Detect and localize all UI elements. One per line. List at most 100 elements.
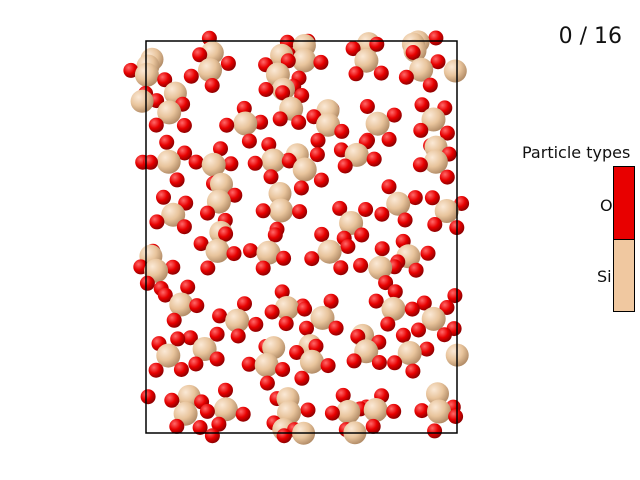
legend-swatch-oxygen: [614, 167, 634, 239]
oxygen-atom: [439, 169, 455, 185]
legend-swatch-silicon: [614, 238, 634, 311]
oxygen-atom: [337, 158, 353, 174]
oxygen-atom: [313, 172, 329, 188]
oxygen-atom: [177, 145, 193, 161]
oxygen-atom: [373, 65, 389, 81]
silicon-atom: [317, 239, 342, 264]
silicon-atom: [434, 199, 459, 223]
oxygen-atom: [276, 428, 292, 444]
oxygen-atom: [230, 328, 246, 344]
oxygen-atom: [169, 418, 185, 434]
oxygen-atom: [313, 54, 329, 70]
silicon-atom: [233, 111, 258, 136]
oxygen-atom: [412, 157, 428, 173]
oxygen-atom: [398, 69, 414, 85]
oxygen-atom: [335, 387, 351, 403]
oxygen-atom: [359, 99, 375, 114]
oxygen-atom: [241, 133, 257, 149]
oxygen-atom: [422, 77, 438, 93]
oxygen-atom: [235, 406, 251, 422]
oxygen-atom: [346, 353, 362, 369]
oxygen-atom: [149, 214, 165, 230]
oxygen-atom: [200, 260, 216, 276]
oxygen-atom: [405, 363, 421, 379]
silicon-atom: [381, 296, 406, 321]
oxygen-atom: [320, 358, 336, 374]
oxygen-atom: [199, 403, 215, 419]
oxygen-atom: [165, 259, 181, 275]
oxygen-atom: [189, 298, 205, 314]
oxygen-atom: [378, 275, 394, 291]
oxygen-atom: [243, 243, 258, 259]
oxygen-atom: [427, 423, 443, 439]
oxygen-atom: [275, 362, 291, 377]
oxygen-atom: [204, 428, 220, 444]
silicon-atom: [225, 308, 250, 333]
oxygen-atom: [427, 217, 443, 232]
oxygen-atom: [247, 155, 263, 171]
oxygen-atom: [219, 117, 235, 133]
oxygen-atom: [309, 147, 325, 163]
oxygen-atom: [447, 288, 463, 304]
oxygen-atom: [299, 320, 314, 336]
oxygen-atom: [386, 403, 402, 419]
oxygen-atom: [304, 251, 320, 267]
oxygen-atom: [276, 250, 292, 266]
oxygen-atom: [166, 312, 182, 328]
silicon-atom: [292, 48, 317, 73]
oxygen-atom: [241, 356, 257, 372]
oxygen-atom: [227, 187, 243, 203]
oxygen-atom: [332, 200, 348, 216]
oxygen-atom: [173, 362, 189, 377]
oxygen-atom: [345, 41, 361, 57]
oxygen-atom: [430, 54, 446, 70]
silicon-atom: [268, 182, 292, 205]
frame-counter: 0 / 16: [558, 24, 622, 49]
oxygen-atom: [334, 123, 350, 139]
oxygen-atom: [354, 227, 370, 243]
silicon-atom: [363, 398, 388, 422]
oxygen-atom: [293, 180, 309, 196]
silicon-atom: [200, 41, 224, 65]
oxygen-atom: [314, 226, 330, 242]
oxygen-atom: [261, 137, 277, 153]
oxygen-atom: [258, 82, 274, 97]
silicon-atom: [261, 148, 286, 173]
oxygen-atom: [353, 257, 369, 273]
silicon-atom: [344, 142, 369, 167]
oxygen-atom: [348, 66, 364, 82]
silicon-atom: [198, 58, 222, 83]
oxygen-atom: [272, 111, 288, 127]
oxygen-atom: [300, 402, 316, 418]
silicon-atom: [134, 62, 159, 87]
silicon-atom: [206, 189, 231, 214]
oxygen-atom: [333, 260, 349, 276]
oxygen-atom: [323, 293, 339, 309]
oxygen-atom: [157, 72, 173, 88]
oxygen-atom: [182, 330, 198, 346]
oxygen-atom: [324, 405, 340, 421]
oxygen-atom: [140, 389, 156, 405]
oxygen-atom: [248, 316, 264, 332]
silicon-atom: [316, 112, 341, 137]
legend-title: Particle types: [522, 143, 631, 162]
oxygen-atom: [419, 341, 435, 357]
oxygen-atom: [374, 206, 390, 222]
oxygen-atom: [274, 284, 290, 300]
silicon-atom: [368, 255, 393, 280]
oxygen-atom: [156, 189, 171, 205]
oxygen-atom: [223, 156, 239, 172]
silicon-atom: [274, 296, 299, 320]
oxygen-atom: [218, 226, 234, 242]
silicon-atom: [210, 172, 233, 196]
oxygen-atom: [192, 420, 208, 435]
oxygen-atom: [211, 416, 227, 432]
oxygen-atom: [180, 279, 196, 295]
silicon-atom: [213, 397, 238, 422]
silicon-atom: [386, 191, 411, 216]
oxygen-atom: [297, 301, 313, 317]
oxygen-atom: [278, 316, 294, 332]
silicon-atom: [423, 149, 448, 174]
oxygen-atom: [358, 202, 374, 217]
